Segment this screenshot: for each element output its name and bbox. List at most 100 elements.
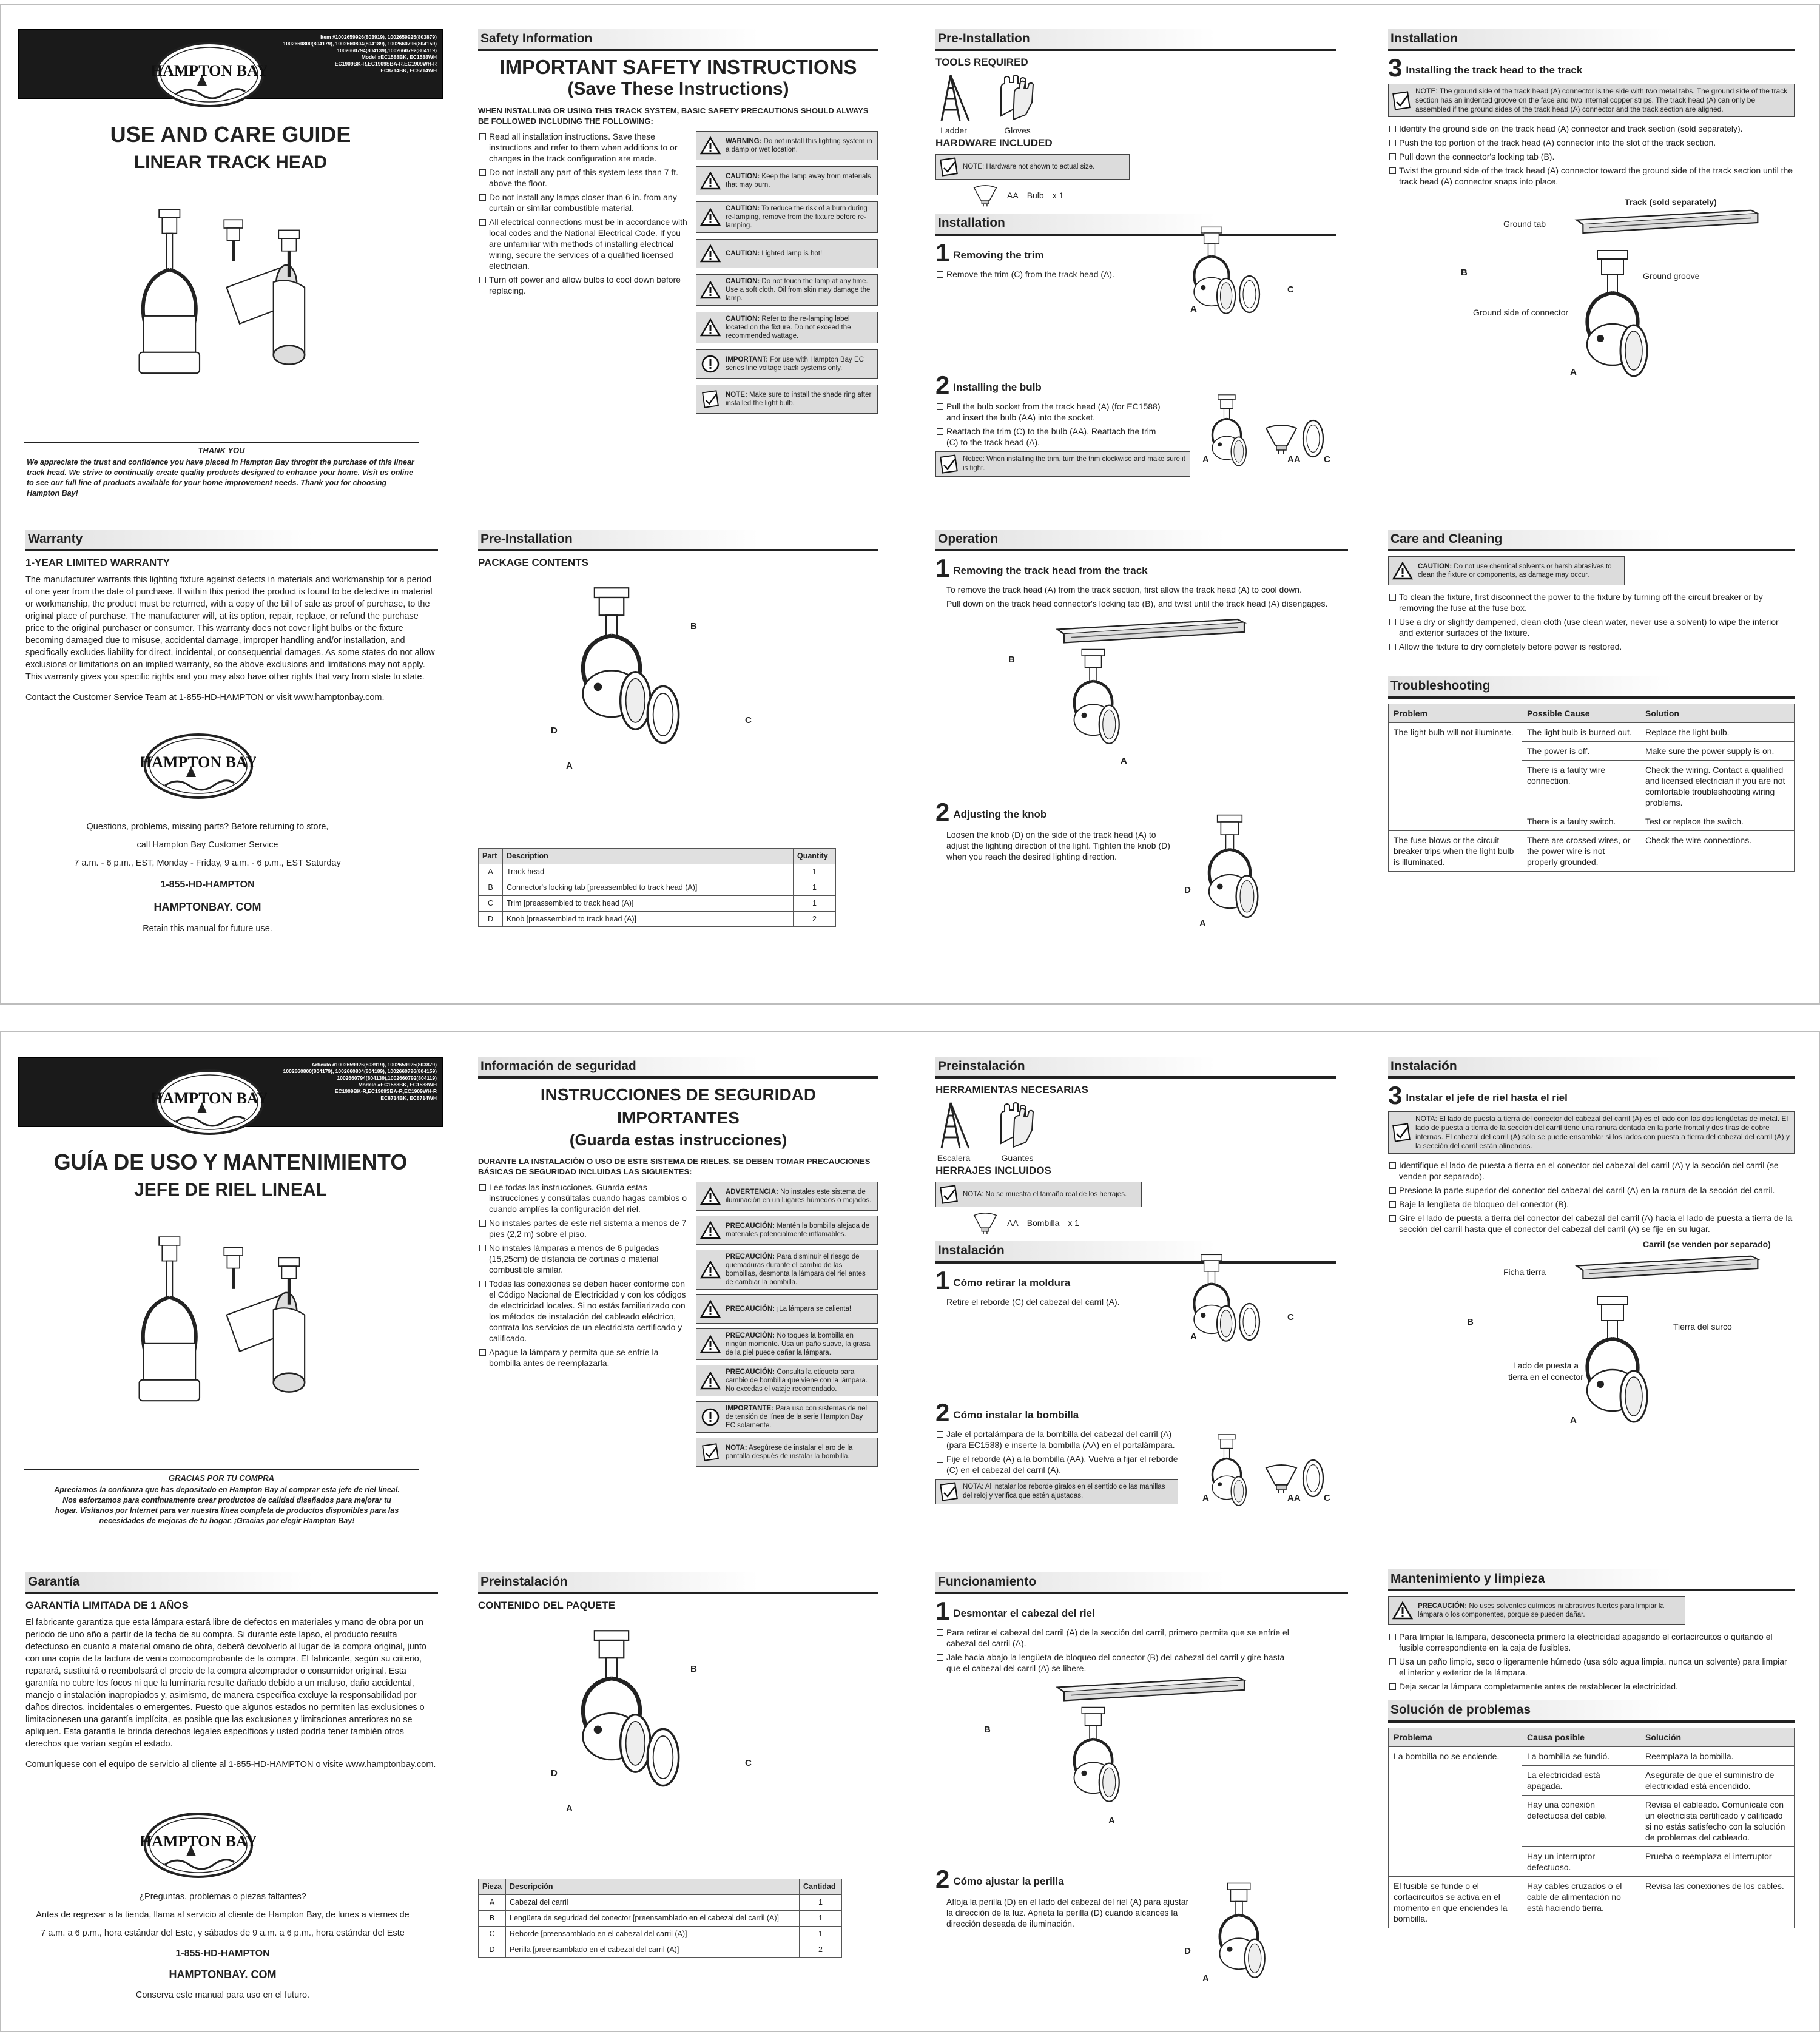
warning-icon [700, 1300, 721, 1318]
section-heading: Funcionamiento [935, 1572, 1348, 1595]
warranty-text: The manufacturer warrants this lighting … [25, 575, 435, 682]
note-icon [700, 390, 721, 408]
preinstallation-panel: Preinstalación HERRAMIENTAS NECESARIAS E… [935, 1057, 1336, 1507]
list-item: Pull down the connector's locking tab (B… [1388, 151, 1795, 162]
tools-list: Ladder Gloves [935, 73, 1336, 135]
section-heading: Installation [935, 214, 1336, 236]
safety-subtitle: (Guarda estas instrucciones) [569, 1131, 787, 1150]
warranty-heading: 1-YEAR LIMITED WARRANTY [25, 557, 170, 569]
list-item: Pull down on the track head connector's … [935, 598, 1348, 609]
warning-box: ADVERTENCIA: No instales este sistema de… [696, 1182, 878, 1211]
list-item: Do not install any part of this system l… [478, 167, 687, 189]
list-item: No instales lámparas a menos de 6 pulgad… [478, 1242, 687, 1275]
list-item: Deja secar la lámpara completamente ante… [1388, 1681, 1795, 1692]
safety-subtitle: (Save These Instructions) [567, 79, 789, 99]
warning-icon [700, 1261, 721, 1279]
hampton-bay-logo: HAMPTON BAY [150, 1066, 268, 1139]
section-heading: Operation [935, 530, 1348, 552]
warning-box: WARNING: Do not install this lighting sy… [696, 131, 878, 161]
list-item: Do not install any lamps closer than 6 i… [478, 192, 687, 214]
warning-column: WARNING: Do not install this lighting sy… [696, 131, 878, 420]
note-icon [1392, 91, 1410, 110]
warning-column: ADVERTENCIA: No instales este sistema de… [696, 1182, 878, 1472]
cover-subtitle: LINEAR TRACK HEAD [133, 152, 328, 172]
thank-you-heading: GRACIAS POR TU COMPRA [168, 1473, 275, 1483]
section-heading: Solución de problemas [1388, 1700, 1795, 1723]
warranty-panel: Warranty 1-YEAR LIMITED WARRANTY The man… [25, 530, 438, 934]
warranty-panel: Garantía GARANTÍA LIMITADA DE 1 AÑOS El … [25, 1572, 438, 2000]
warranty-text: El fabricante garantiza que esta lámpara… [25, 1618, 426, 1749]
caution-box: PRECAUCIÓN: No uses solventes químicos n… [1388, 1596, 1685, 1626]
list-item: Allow the fixture to dry completely befo… [1388, 641, 1795, 652]
track-illustration [1576, 209, 1759, 234]
warning-icon [1392, 1601, 1413, 1620]
hardware-item: AA Bombilla x 1 [972, 1211, 1336, 1235]
note-icon [940, 1185, 958, 1204]
list-item: Push the top portion of the track head (… [1388, 137, 1795, 148]
caution-box: PRECAUCIÓN: No toques la bombilla en nin… [696, 1328, 878, 1361]
list-item: Para limpiar la lámpara, desconecta prim… [1388, 1631, 1795, 1653]
list-item: Afloja la perilla (D) en el lado del cab… [935, 1896, 1190, 1929]
section-heading: Mantenimiento y limpieza [1388, 1569, 1795, 1592]
care-panel: Mantenimiento y limpieza PRECAUCIÓN: No … [1388, 1569, 1795, 1928]
warning-icon [700, 281, 721, 299]
list-item: All electrical connections must be in ac… [478, 217, 687, 271]
warning-icon [700, 1221, 721, 1239]
caution-box: CAUTION: Refer to the re-lamping label l… [696, 312, 878, 344]
hampton-bay-logo: HAMPTON BAY [140, 1809, 257, 1882]
section-heading: Información de seguridad [478, 1057, 878, 1079]
tool-item: Guantes [996, 1101, 1039, 1163]
caution-box: PRECAUCIÓN: Mantén la bombilla alejada d… [696, 1216, 878, 1245]
list-item: Lee todas las instrucciones. Guarda esta… [478, 1182, 687, 1214]
list-item: To remove the track head (A) from the tr… [935, 584, 1348, 595]
safety-panel: Información de seguridad INSTRUCCIONES D… [478, 1057, 878, 1472]
list-item: Identify the ground side on the track he… [1388, 123, 1795, 134]
gloves-icon [996, 1101, 1039, 1150]
table-row: El fusible se funde o el cortacircuitos … [1388, 1876, 1795, 1928]
section-heading: Troubleshooting [1388, 676, 1795, 699]
list-item: Apague la lámpara y permita que se enfrí… [478, 1347, 687, 1368]
table-row: The power is off.Make sure the power sup… [1389, 741, 1795, 761]
phone-number: 1-855-HD-HAMPTON [175, 1948, 270, 1959]
list-item: Turn off power and allow bulbs to cool d… [478, 274, 687, 296]
hampton-bay-logo: HAMPTON BAY [150, 38, 268, 111]
list-item: Todas las conexiones se deben hacer conf… [478, 1278, 687, 1344]
hardware-item: AA Bulb x 1 [972, 183, 1336, 207]
hardware-note: NOTA: No se muestra el tamaño real de lo… [935, 1182, 1142, 1208]
table-row: Hay un interruptor defectuoso.Prueba o r… [1389, 1846, 1795, 1877]
note-box: NOTA: El lado de puesta a tierra del con… [1388, 1111, 1795, 1154]
note-icon [940, 1482, 958, 1501]
table-row: La electricidad está apagada.Asegúrate d… [1389, 1765, 1795, 1796]
warranty-heading: GARANTÍA LIMITADA DE 1 AÑOS [25, 1600, 189, 1612]
step-2-illustration [1211, 1433, 1324, 1507]
caution-box: CAUTION: Do not use chemical solvents or… [1388, 556, 1625, 586]
note-icon [940, 157, 958, 177]
track-head-illustration [1057, 1703, 1130, 1812]
section-heading: Pre-Installation [935, 29, 1336, 52]
warning-icon [700, 1187, 721, 1205]
website: HAMPTONBAY. COM [153, 901, 261, 913]
safety-intro: WHEN INSTALLING OR USING THIS TRACK SYST… [478, 106, 869, 126]
list-item: Twist the ground side of the track head … [1388, 165, 1795, 187]
cover-subtitle: JEFE DE RIEL LINEAL [134, 1180, 327, 1200]
note-box: NOTE: The ground side of the track head … [1388, 84, 1795, 118]
warning-icon [700, 136, 721, 155]
english-manual-sheet: Item #1002659926(803919), 1002659925(803… [0, 4, 1820, 1005]
list-item: Para retirar el cabezal del carril (A) d… [935, 1627, 1299, 1649]
section-heading: Installation [1388, 29, 1795, 52]
caution-box: CAUTION: To reduce the risk of a burn du… [696, 201, 878, 234]
tool-item: Ladder [935, 73, 972, 135]
notice-box: NOTA: Al instalar los reborde gíralos en… [935, 1478, 1178, 1504]
thank-you-text: We appreciate the trust and confidence y… [27, 458, 414, 497]
